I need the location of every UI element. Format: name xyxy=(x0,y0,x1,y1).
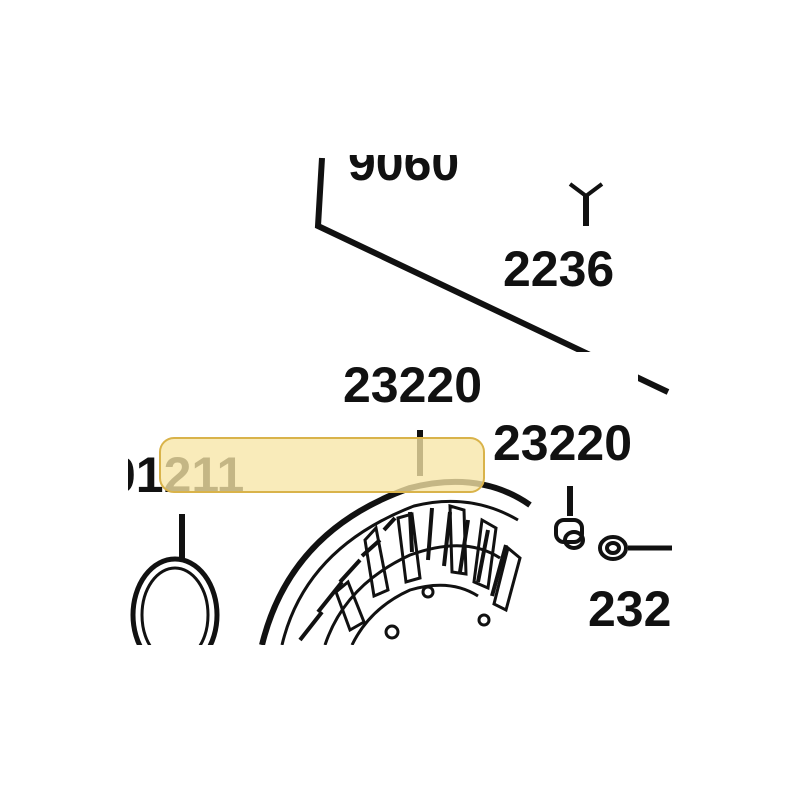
label-23220-upper: 23220 xyxy=(343,357,482,413)
fitting-parts xyxy=(554,518,628,561)
label-2236: 2236 xyxy=(503,241,614,297)
leader-2236-fork xyxy=(568,182,604,199)
label-232-bottom: 232 xyxy=(588,581,671,637)
fan-wheel-part xyxy=(259,478,532,646)
highlight-box xyxy=(159,437,485,493)
label-23220-right: 23220 xyxy=(493,415,632,471)
housing-outline xyxy=(314,157,670,395)
